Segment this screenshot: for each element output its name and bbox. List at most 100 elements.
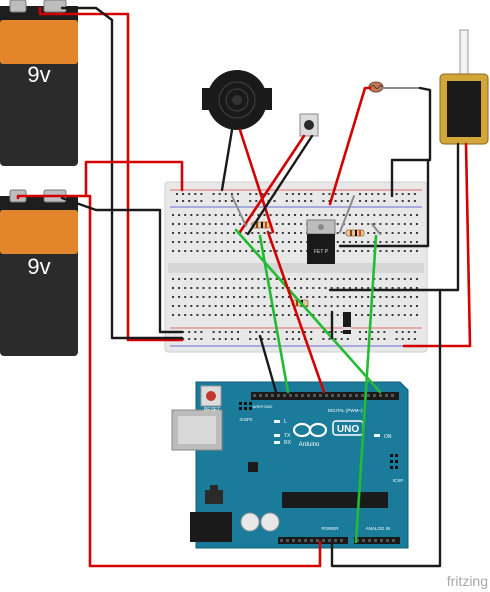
breadboard-hole	[361, 305, 364, 307]
rail-hole	[413, 331, 416, 333]
breadboard-hole	[172, 214, 174, 216]
rail-hole	[285, 200, 288, 202]
breadboard-hole	[355, 314, 357, 316]
rail-hole	[298, 200, 300, 202]
analog-pin	[392, 539, 395, 542]
rail-hole	[261, 331, 264, 333]
breadboard-hole	[355, 287, 357, 289]
breadboard-hole	[245, 250, 248, 252]
breadboard-hole	[196, 305, 199, 307]
breadboard-hole	[172, 314, 174, 316]
reset-label: RESET	[204, 407, 221, 413]
rail-hole	[304, 193, 307, 195]
atmega-chip	[282, 492, 388, 508]
breadboard-hole	[367, 278, 370, 280]
breadboard-hole	[202, 223, 205, 225]
breadboard-hole	[397, 287, 400, 289]
breadboard-hole	[385, 287, 388, 289]
breadboard-hole	[348, 250, 351, 252]
battery-1-terminal-neg	[43, 0, 67, 13]
icsp2-pin	[244, 407, 247, 410]
breadboard-hole	[409, 223, 412, 225]
wire-battery1-positive	[38, 6, 184, 342]
battery-2-label-band	[0, 210, 78, 254]
breadboard-hole	[172, 232, 174, 234]
wires	[16, 6, 472, 568]
rail-hole	[255, 200, 258, 202]
rail-hole	[346, 200, 349, 202]
rail-hole	[365, 331, 368, 333]
rail-hole	[273, 331, 276, 333]
breadboard-hole	[281, 305, 284, 307]
diode-body	[343, 312, 351, 334]
breadboard-hole	[373, 314, 376, 316]
breadboard-hole	[184, 287, 187, 289]
capacitor-1	[240, 512, 260, 532]
breadboard-hole	[196, 287, 199, 289]
rail-hole	[328, 338, 331, 340]
rail-hole	[377, 331, 380, 333]
breadboard-hole	[385, 232, 388, 234]
power-pins	[280, 539, 395, 542]
rail-hole	[261, 193, 264, 195]
breadboard-hole	[306, 278, 309, 280]
breadboard-hole	[330, 305, 333, 307]
breadboard-hole	[214, 223, 217, 225]
rail-hole	[395, 193, 398, 195]
breadboard-hole	[409, 305, 412, 307]
rail-hole	[407, 200, 410, 202]
digital-pin	[379, 394, 382, 397]
breadboard-hole	[251, 287, 254, 289]
power-jack	[190, 512, 232, 542]
breadboard-hole	[233, 314, 235, 316]
arduino-uno: RESET ICSP2 DIGITAL (PWM~) AREF GND L TX…	[171, 381, 409, 549]
rail-hole	[194, 200, 197, 202]
breadboard-hole	[257, 250, 260, 252]
wire-battery2-positive	[16, 194, 322, 568]
rail-hole	[200, 338, 203, 340]
breadboard-hole	[251, 241, 254, 243]
breadboard-hole	[233, 214, 235, 216]
rail-hole	[237, 200, 239, 202]
rail-hole	[298, 331, 300, 333]
breadboard-hole	[269, 305, 272, 307]
breadboard	[164, 181, 428, 353]
breadboard-hole	[294, 223, 296, 225]
gnd-label: GND	[264, 404, 273, 409]
wire-button-2	[246, 134, 314, 236]
buzzer-ring-2	[225, 88, 249, 112]
breadboard-hole	[336, 287, 339, 289]
rail-hole	[401, 193, 404, 195]
breadboard-hole	[379, 296, 382, 298]
reset-button-cap[interactable]	[206, 391, 216, 401]
power-pin	[298, 539, 301, 542]
breadboard-hole	[196, 241, 199, 243]
rail-hole	[310, 331, 313, 333]
breadboard-hole	[178, 232, 181, 234]
breadboard-hole	[202, 241, 205, 243]
breadboard-hole	[373, 232, 376, 234]
digital-pin	[307, 394, 310, 397]
breadboard-hole	[196, 250, 199, 252]
rail-hole	[255, 193, 258, 195]
breadboard-hole	[403, 214, 406, 216]
wire-gnd-jumper	[258, 334, 278, 394]
breadboard-hole	[300, 241, 303, 243]
led-l	[274, 420, 280, 423]
rail-hole	[291, 200, 294, 202]
rail-hole	[273, 200, 276, 202]
rail-hole	[377, 200, 380, 202]
rail-hole	[237, 331, 239, 333]
rail-hole	[322, 331, 325, 333]
breadboard-hole	[208, 278, 211, 280]
battery-1-voltage-label: 9v	[27, 62, 50, 87]
breadboard-hole	[220, 214, 223, 216]
breadboard-hole	[287, 278, 290, 280]
breadboard-hole	[184, 223, 187, 225]
voltage-regulator	[205, 490, 223, 504]
breadboard-hole	[214, 278, 217, 280]
breadboard-hole	[324, 314, 327, 316]
breadboard-hole	[416, 278, 418, 280]
breadboard-hole	[385, 250, 388, 252]
breadboard-hole	[202, 296, 205, 298]
